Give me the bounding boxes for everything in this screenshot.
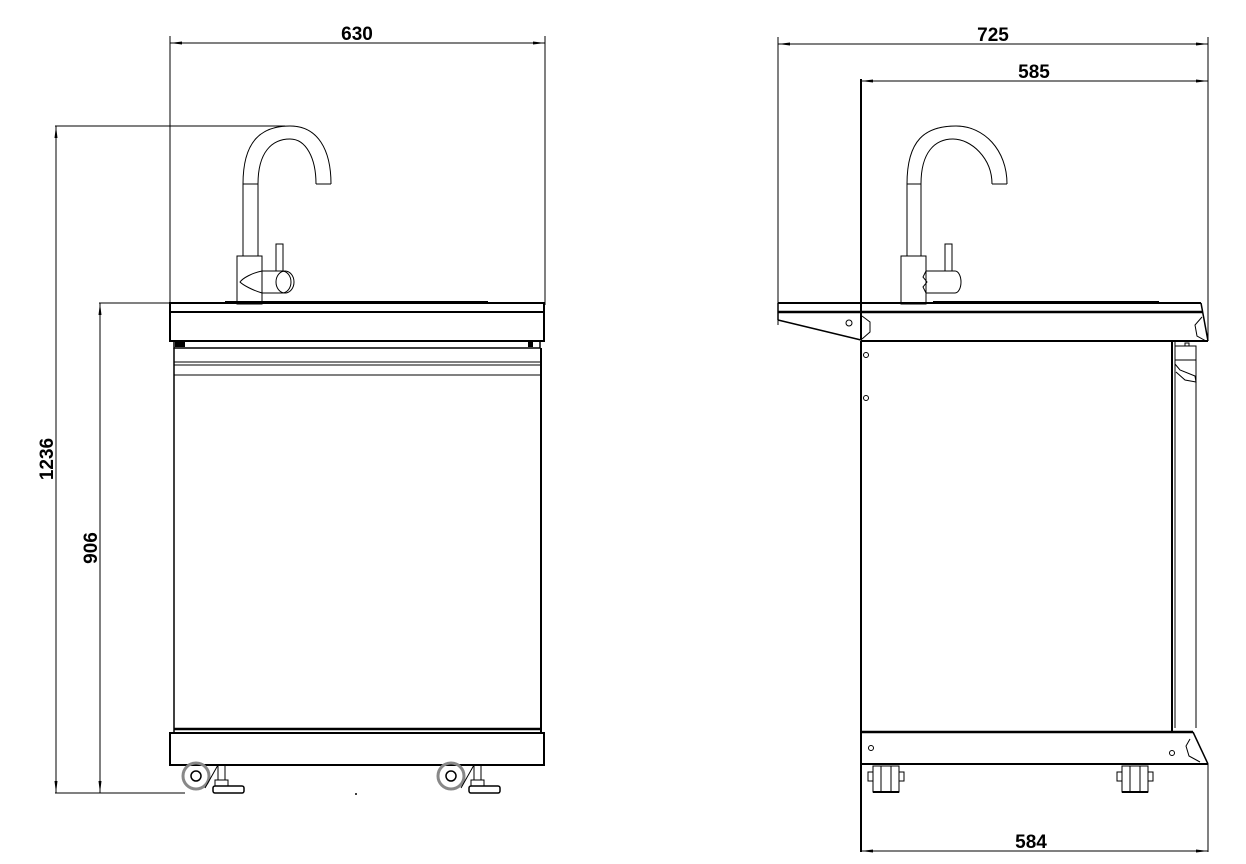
front-view: 630 1236 906 <box>37 24 546 795</box>
dimension-base-depth-584: 584 <box>861 832 1208 853</box>
dimension-label: 630 <box>341 24 373 45</box>
countertop-side <box>777 301 1209 342</box>
dimension-top-depth-585: 585 <box>860 62 1208 340</box>
base-plinth-front <box>169 732 545 766</box>
dimension-total-height-1236: 1236 <box>37 125 285 794</box>
dimension-label: 584 <box>1015 832 1047 853</box>
caster-right-front <box>436 761 501 794</box>
dimension-counter-height-906: 906 <box>81 302 172 793</box>
caster-right-side <box>1116 765 1154 793</box>
dimension-width-630: 630 <box>169 24 546 305</box>
cabinet-front <box>173 340 542 732</box>
caster-left-side <box>867 765 905 793</box>
dimension-label: 906 <box>81 532 102 564</box>
faucet-front <box>236 125 332 305</box>
side-view: 725 585 <box>777 25 1209 853</box>
countertop-front <box>169 301 545 342</box>
faucet-side <box>900 125 1008 305</box>
dimension-overall-depth-725: 725 <box>777 25 1209 340</box>
cabinet-side <box>860 341 1197 852</box>
marker-dot <box>355 793 357 795</box>
dimension-label: 725 <box>977 25 1009 46</box>
dimension-label: 585 <box>1018 62 1050 83</box>
dimension-label: 1236 <box>37 438 58 480</box>
base-plinth-side <box>861 731 1209 852</box>
caster-left-front <box>181 761 245 794</box>
